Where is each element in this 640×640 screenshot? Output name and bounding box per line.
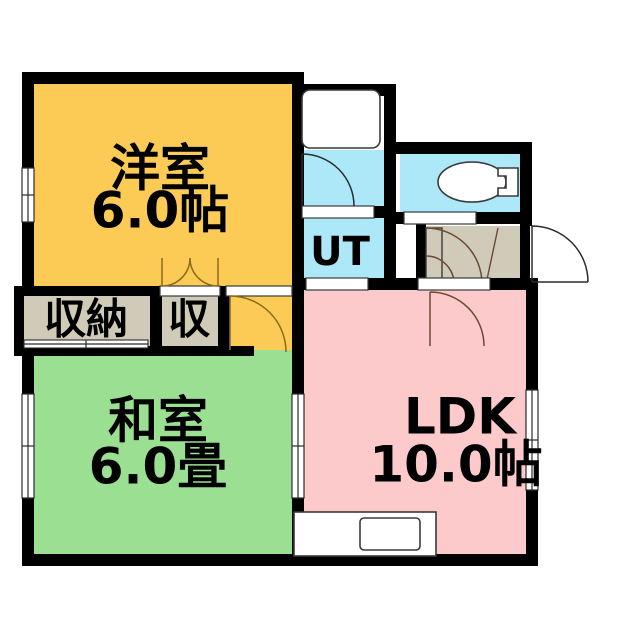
wall-western-left-upper [22,72,34,168]
door-swings [161,153,589,353]
window-ldk-right [525,389,539,491]
door-entrance-swing[interactable] [531,225,589,283]
opening-western-door [225,285,293,297]
door-ldk-swing[interactable] [429,291,485,347]
closet-fill-small [160,294,220,348]
opening-closet-small [159,285,221,297]
toilet-icon [437,161,519,203]
label-japanese-room-name: 和室 [108,392,208,450]
room-fill-japanese [30,350,296,558]
wall-toilet-top [396,142,532,154]
openings [159,205,491,297]
wall-ut-right [384,218,396,290]
opening-entrance-ldk [417,277,491,291]
room-labels: 洋室 6.0帖 和室 6.0畳 LDK 10.0帖 UT 収納 収 [44,140,543,496]
wall-closet-band-bottom [14,346,254,356]
opening-ut-bottom [305,277,369,291]
window-western-left [21,167,35,223]
wall-entrance-right [520,224,530,280]
opening-bath-door [301,205,375,219]
wall-entrance-left [416,224,426,280]
wall-closet-band-top [22,286,254,296]
wall-closet-right [218,286,230,356]
bathtub-icon [301,89,381,149]
room-fill-ut [296,218,386,280]
room-fill-bath [296,150,386,208]
sliding-japanese-ldk [291,393,305,499]
label-japanese-room-size: 6.0畳 [89,438,228,496]
door-western-swing[interactable] [229,295,287,353]
label-western-room-name: 洋室 [110,140,210,198]
wall-japanese-left-upper [22,352,34,394]
opening-toilet-door [403,211,477,225]
label-closet-large: 収納 [44,295,128,344]
wall-ldk-right-upper [526,278,538,390]
windows [21,167,539,499]
wall-closet-divider [150,286,162,356]
wall-western-top [22,72,304,84]
door-closet-double-swing[interactable] [161,257,219,287]
label-ldk-size: 10.0帖 [369,436,542,494]
label-closet-small: 収 [168,295,210,344]
wall-ldk-bottom [292,554,538,566]
label-ldk-name: LDK [404,388,518,446]
closet-sliding-doors [23,339,149,349]
wall-closet-left [14,286,24,356]
wall-western-left-lower [22,222,34,294]
closet-fill-large [22,294,150,348]
wall-toilet-right [520,142,532,226]
label-ut: UT [310,229,370,275]
wall-bath-right [384,84,396,210]
wall-japanese-bottom [22,554,304,566]
kitchen-sink-icon [293,511,437,557]
label-western-room-size: 6.0帖 [91,182,230,240]
fixtures [293,89,519,557]
entrance-step-icon [485,227,499,285]
wall-ldk-right-lower [526,490,538,566]
door-bath-swing[interactable] [301,153,355,207]
room-fill-entrance [424,226,528,286]
window-japanese-left [21,393,35,499]
room-fill-western [30,80,296,292]
wall-japanese-left-lower [22,498,34,566]
